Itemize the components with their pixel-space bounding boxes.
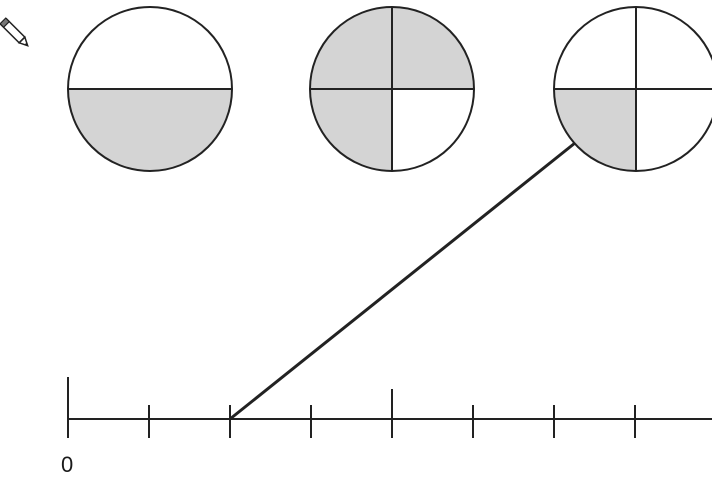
- number-line-zero-label: 0: [61, 452, 74, 477]
- fraction-model-quarters-three: [309, 6, 475, 172]
- number-line: [67, 377, 712, 438]
- shaded-quarter-bottom-left: [310, 89, 392, 171]
- shaded-half: [68, 89, 232, 171]
- fraction-model-quarters-one: [553, 6, 712, 172]
- connector-line: [229, 141, 576, 421]
- pencil-icon: [0, 17, 29, 47]
- shaded-quarter-top-left: [310, 7, 392, 89]
- shaded-quarter-bottom-left: [554, 89, 636, 171]
- fraction-model-halves: [67, 6, 233, 172]
- shaded-quarter-top-right: [392, 7, 474, 89]
